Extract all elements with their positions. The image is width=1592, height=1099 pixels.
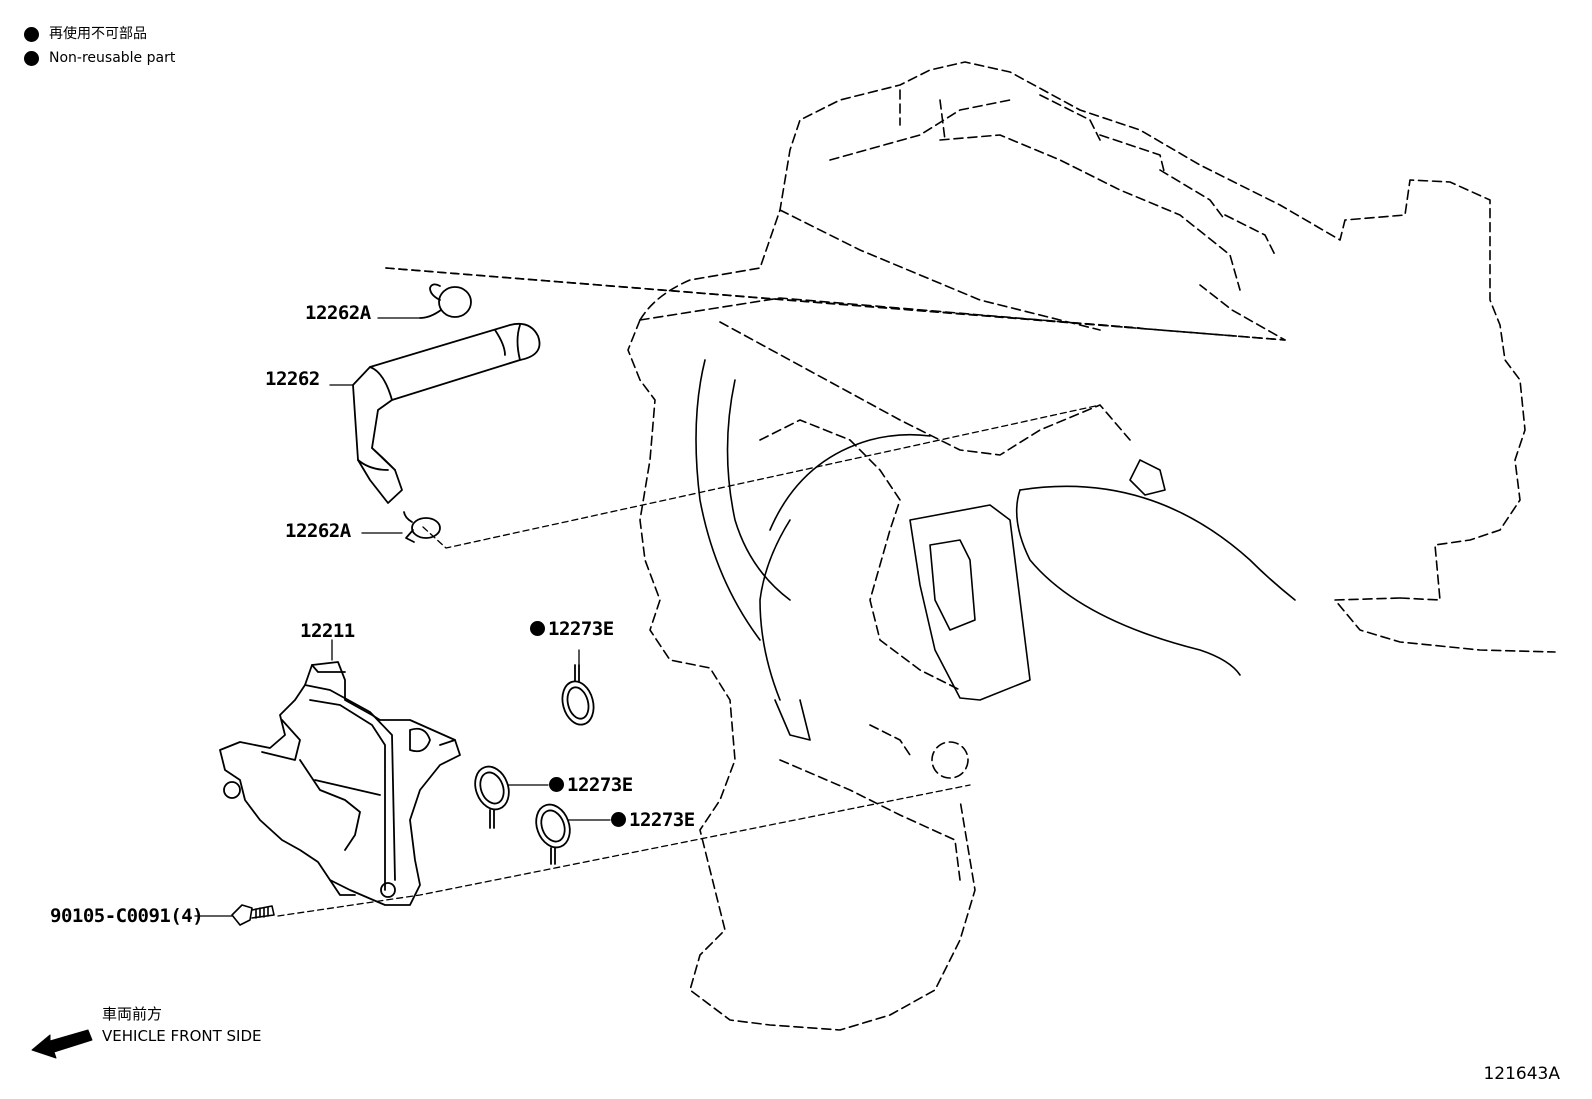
callout-hose[interactable]: 12262	[265, 368, 320, 390]
callout-gasket-1[interactable]: 12273E	[530, 618, 614, 640]
vehicle-front-en: VEHICLE FRONT SIDE	[102, 1027, 262, 1045]
callout-gasket-3[interactable]: 12273E	[611, 809, 695, 831]
callout-bolt[interactable]: 90105-C0091(4)	[50, 905, 204, 927]
engine-detail-lines	[695, 359, 1296, 741]
bolt	[231, 904, 275, 926]
gasket-3	[535, 803, 571, 865]
callout-label: 12262A	[305, 302, 371, 324]
non-reusable-dot-icon	[24, 26, 39, 42]
callout-label: 12211	[300, 620, 355, 642]
callout-label: 12273E	[629, 809, 695, 831]
legend: 再使用不可部品 Non-reusable part	[24, 22, 175, 70]
vehicle-front-label: 車両前方 VEHICLE FRONT SIDE	[102, 1003, 262, 1047]
callout-gasket-2[interactable]: 12273E	[549, 774, 633, 796]
non-reusable-dot-icon	[611, 812, 626, 827]
vehicle-front-jp: 車両前方	[102, 1005, 163, 1023]
callout-label: 12273E	[567, 774, 633, 796]
hose-clip-lower	[403, 511, 441, 543]
diagram-id: 121643A	[1483, 1064, 1560, 1084]
gasket-2	[474, 765, 510, 829]
callout-label: 12273E	[548, 618, 614, 640]
callout-separator[interactable]: 12211	[300, 620, 355, 642]
gasket-1	[561, 664, 595, 726]
callout-label: 12262A	[285, 520, 351, 542]
oil-separator	[219, 661, 461, 906]
legend-label-jp: 再使用不可部品	[49, 26, 147, 42]
front-arrow-icon	[31, 1029, 93, 1059]
engine-phantom	[385, 61, 1556, 1031]
non-reusable-dot-icon	[530, 621, 545, 636]
hose-clip-upper	[419, 283, 472, 319]
legend-label-en: Non-reusable part	[49, 50, 176, 66]
pcv-hose	[352, 322, 541, 504]
legend-row-en: Non-reusable part	[24, 46, 175, 70]
callout-clip-lower[interactable]: 12262A	[285, 520, 351, 542]
non-reusable-dot-icon	[549, 777, 564, 792]
callout-label: 90105-C0091(4)	[50, 905, 204, 927]
legend-row-jp: 再使用不可部品	[24, 22, 175, 46]
callout-label: 12262	[265, 368, 320, 390]
callout-leaders	[194, 317, 611, 917]
assembly-lines	[277, 404, 1101, 917]
callout-clip-upper[interactable]: 12262A	[305, 302, 371, 324]
non-reusable-dot-icon	[24, 50, 39, 66]
